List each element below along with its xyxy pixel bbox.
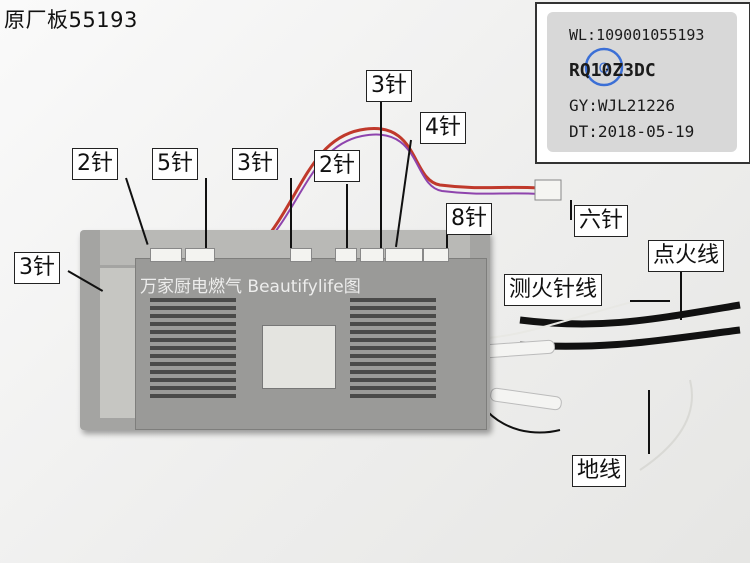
label-3pin-top: 3针 [366, 70, 412, 102]
label-5pin: 5针 [152, 148, 198, 180]
connector-5pin [185, 248, 215, 262]
label-4pin: 4针 [420, 112, 466, 144]
vent-right [350, 298, 436, 406]
connector-2pin-mid [335, 248, 357, 262]
sticker-model: RQ10Z3DC [569, 60, 656, 81]
watermark: 万家厨电燃气 Beautifylife图 [140, 277, 361, 297]
sticker-gy: GY:WJL21226 [569, 96, 675, 115]
leader-ignition [680, 270, 682, 320]
sticker-panel: WL:109001055193 Q RQ10Z3DC GY:WJL21226 D… [547, 12, 737, 152]
connector-3pin [290, 248, 312, 262]
page-title: 原厂板55193 [4, 8, 138, 32]
leader-5pin [205, 178, 207, 248]
leader-3pin-top [380, 100, 382, 248]
connector-2pin [150, 248, 182, 262]
label-3pin-side: 3针 [14, 252, 60, 284]
label-6pin: 六针 [574, 205, 629, 237]
label-2pin: 2针 [72, 148, 118, 180]
leader-3pin [290, 178, 292, 248]
leader-8pin [446, 228, 448, 248]
label-8pin: 8针 [446, 203, 492, 235]
leader-flame [630, 300, 670, 302]
vent-left [150, 298, 236, 406]
side-plate [100, 268, 136, 418]
label-flame-sense-wire: 测火针线 [504, 274, 603, 306]
svg-text:Q: Q [598, 61, 609, 77]
leader-2pin-mid [346, 184, 348, 248]
sticker-dt: DT:2018-05-19 [569, 122, 695, 141]
connector-8pin [423, 248, 449, 262]
label-3pin: 3针 [232, 148, 278, 180]
label-ignition-wire: 点火线 [648, 240, 725, 272]
label-ground-wire: 地线 [572, 455, 627, 487]
product-sticker: WL:109001055193 Q RQ10Z3DC GY:WJL21226 D… [535, 2, 750, 164]
leader-ground [648, 390, 650, 454]
blue-stamp-icon: Q [584, 47, 624, 87]
connector-3pin-top [360, 248, 384, 262]
leader-6pin [570, 200, 572, 220]
sticker-wl: WL:109001055193 [569, 26, 705, 44]
connector-4pin [385, 248, 423, 262]
label-2pin-mid: 2针 [314, 150, 360, 182]
board-label [262, 325, 336, 389]
